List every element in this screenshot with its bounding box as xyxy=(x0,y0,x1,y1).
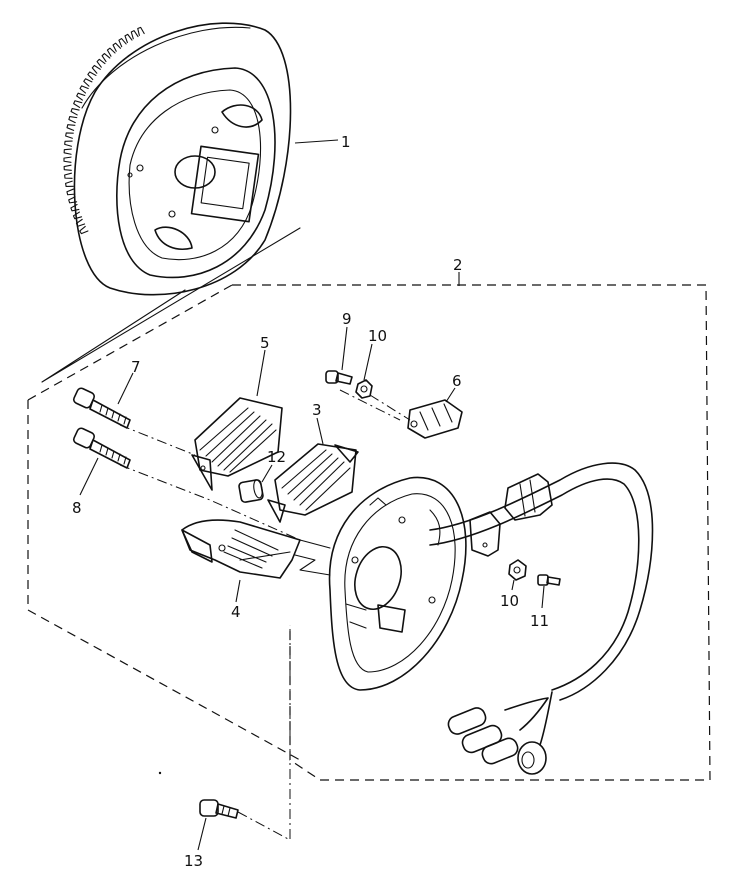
stator-base-plate xyxy=(328,476,467,691)
leader-12 xyxy=(261,464,273,483)
speck xyxy=(158,771,162,775)
ring-gear-teeth xyxy=(63,26,145,235)
gear-tooth xyxy=(70,108,80,116)
gear-tooth xyxy=(79,85,89,94)
part-1-flywheel-rotor xyxy=(63,22,292,296)
gear-tooth xyxy=(75,218,86,227)
gear-tooth xyxy=(70,203,80,212)
part-10-washer-upper xyxy=(355,379,373,399)
leader-6 xyxy=(445,387,456,403)
bolt-guide-line xyxy=(237,625,291,841)
gear-tooth xyxy=(79,225,89,235)
gear-tooth xyxy=(63,156,72,163)
connector-plug-1 xyxy=(447,707,487,735)
assembly-2-boundary-top xyxy=(27,284,233,401)
gear-tooth xyxy=(72,211,83,220)
callout-7: 7 xyxy=(131,358,141,376)
callout-6: 6 xyxy=(452,372,462,390)
gear-tooth xyxy=(83,78,93,87)
gear-tooth xyxy=(66,188,76,196)
coil-guide-lines xyxy=(294,539,331,576)
part-8-long-screw xyxy=(72,427,131,469)
leader-11 xyxy=(541,585,545,609)
part-13-bolt xyxy=(199,799,239,819)
gear-tooth xyxy=(96,58,106,68)
leader-9 xyxy=(341,326,348,371)
callout-9: 9 xyxy=(342,310,352,328)
gear-tooth xyxy=(63,164,72,171)
gear-tooth xyxy=(101,53,111,63)
part-4-lighting-coil xyxy=(181,519,301,579)
leader-10a xyxy=(363,343,373,381)
callout-2: 2 xyxy=(453,256,463,274)
gear-tooth xyxy=(118,37,127,48)
gear-tooth xyxy=(124,33,133,44)
leader-10b xyxy=(511,579,515,591)
leader-5 xyxy=(256,349,266,397)
part-3-pulser-coil xyxy=(267,443,359,523)
callout-4: 4 xyxy=(231,603,241,621)
leader-4 xyxy=(235,579,241,603)
part-12-spacer xyxy=(238,479,264,503)
callout-10-lower: 10 xyxy=(500,592,519,610)
callout-12: 12 xyxy=(267,448,286,466)
gear-tooth xyxy=(68,196,78,204)
gear-tooth xyxy=(64,140,73,147)
gear-tooth xyxy=(66,124,76,131)
assembly-guide-lines xyxy=(119,389,411,541)
part-6-terminal-block xyxy=(407,399,463,439)
leader-13 xyxy=(197,817,207,851)
part-5-charge-coil xyxy=(191,397,283,491)
part-11-small-screw xyxy=(537,574,561,586)
gear-tooth xyxy=(91,64,101,74)
gear-tooth xyxy=(112,42,122,52)
callout-1: 1 xyxy=(341,133,351,151)
callout-8: 8 xyxy=(72,499,82,517)
flywheel-guide-lines xyxy=(41,227,301,383)
gear-tooth xyxy=(76,92,86,101)
callout-13: 13 xyxy=(184,852,203,870)
leader-7 xyxy=(117,372,134,405)
gear-tooth xyxy=(68,115,78,124)
gear-tooth xyxy=(87,71,97,81)
callout-3: 3 xyxy=(312,401,322,419)
gear-tooth xyxy=(130,30,139,40)
leader-3 xyxy=(316,417,324,445)
gear-tooth xyxy=(65,180,74,188)
part-10-washer-lower xyxy=(508,559,527,581)
gear-tooth xyxy=(106,47,116,57)
callout-5: 5 xyxy=(260,334,270,352)
callout-11: 11 xyxy=(530,612,549,630)
gear-tooth xyxy=(64,172,73,179)
leader-8 xyxy=(79,457,99,496)
gear-tooth xyxy=(63,148,72,155)
part-9-screw xyxy=(325,370,353,385)
wire-harness xyxy=(429,462,654,775)
gear-tooth xyxy=(73,100,83,108)
gear-tooth xyxy=(65,132,74,139)
connector-plug-3 xyxy=(481,737,519,765)
part-7-long-screw xyxy=(72,387,131,429)
leader-1 xyxy=(294,139,339,144)
callout-10-upper: 10 xyxy=(368,327,387,345)
connector-plug-2 xyxy=(461,724,503,754)
gear-tooth xyxy=(137,26,145,36)
ring-terminal xyxy=(517,741,547,775)
